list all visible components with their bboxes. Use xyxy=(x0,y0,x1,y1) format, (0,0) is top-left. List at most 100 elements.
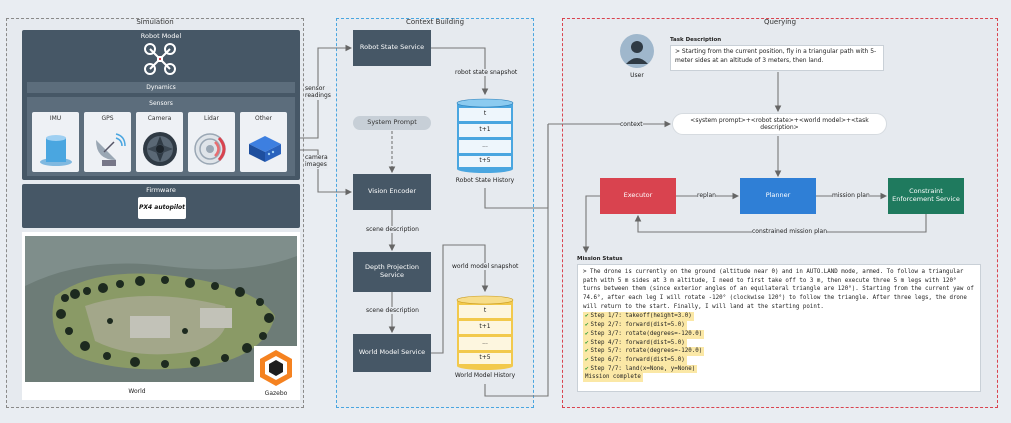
sensors-label: Sensors xyxy=(149,100,173,107)
history-row: t xyxy=(483,110,487,117)
world-model-service-box: World Model Service xyxy=(353,334,431,372)
constraint-box: Constraint Enforcement Service xyxy=(888,178,964,214)
mission-status-box: > The drone is currently on the ground (… xyxy=(577,264,981,392)
px4-logo: PX4 autopilot xyxy=(138,197,186,219)
depth-projection-box: Depth Projection Service xyxy=(353,252,431,292)
scene-description-label-1: scene description xyxy=(366,226,419,233)
user-label: User xyxy=(630,72,644,79)
mission-plan-label: mission plan xyxy=(832,192,870,199)
world-history-context-line xyxy=(484,124,549,397)
check-icon: ✔ xyxy=(585,313,589,320)
mission-steps-list: ✔Step 1/7: takeoff(height=3.0)✔Step 2/7:… xyxy=(583,312,975,374)
check-icon: ✔ xyxy=(585,339,589,346)
planner-box: Planner xyxy=(740,178,816,214)
satellite-dish-icon xyxy=(96,133,126,166)
sensor-tile-other: Other xyxy=(240,112,287,172)
querying-title: Querying xyxy=(763,18,797,26)
lidar-icon xyxy=(194,133,226,165)
world-model-snapshot-arrow xyxy=(431,244,489,354)
context-title: Context Building xyxy=(405,18,465,26)
mission-complete-text: Mission complete xyxy=(583,373,643,382)
world-render-image xyxy=(25,236,297,382)
history-row: t+5 xyxy=(479,157,491,164)
check-icon: ✔ xyxy=(585,348,589,355)
sensor-label: GPS xyxy=(101,115,114,122)
user-avatar-icon xyxy=(620,34,654,68)
executor-box: Executor xyxy=(600,178,676,214)
scene-description-label-2: scene description xyxy=(366,307,419,314)
replan-label: replan xyxy=(697,192,716,199)
history-row: t+5 xyxy=(479,354,491,361)
imu-icon xyxy=(40,135,72,166)
camera-aperture-icon xyxy=(143,132,177,166)
vision-encoder-box: Vision Encoder xyxy=(353,174,431,210)
world-model-snapshot-label: world model snapshot xyxy=(452,263,519,270)
history-row: t+1 xyxy=(479,126,491,133)
prompt-concat-pill: <system prompt>+<robot state>+<world mod… xyxy=(672,113,887,135)
mission-step-line: ✔Step 7/7: land(x=None, y=None) xyxy=(583,364,975,374)
sensor-tile-gps: GPS xyxy=(84,112,131,172)
mission-step-text: Step 4/7: forward(dist=5.0) xyxy=(590,339,685,346)
robot-state-snapshot-arrow xyxy=(431,47,489,96)
mission-step: ✔Step 7/7: land(x=None, y=None) xyxy=(583,364,698,374)
sensor-label: IMU xyxy=(49,115,62,122)
firmware-label: Firmware xyxy=(146,186,176,194)
gazebo-label: Gazebo xyxy=(264,390,288,397)
sensor-tile-lidar: Lidar xyxy=(188,112,235,172)
context-label: context xyxy=(620,121,643,128)
check-icon: ✔ xyxy=(585,365,589,372)
history-row: ... xyxy=(482,142,488,149)
robot-state-history-stack: t t+1 ... t+5 xyxy=(456,98,514,174)
quadcopter-icon xyxy=(144,43,176,75)
history-row: t xyxy=(483,307,487,314)
robot-state-service-box: Robot State Service xyxy=(353,30,431,66)
mission-step-text: Step 7/7: land(x=None, y=None) xyxy=(590,365,696,372)
history-row: t+1 xyxy=(479,323,491,330)
mission-status-title: Mission Status xyxy=(577,256,623,262)
mission-step-line: ✔Step 6/7: forward(dist=5.0) xyxy=(583,355,975,365)
dynamics-bar xyxy=(27,82,295,93)
simulation-title: Simulation xyxy=(136,18,174,26)
sensor-tile-camera: Camera xyxy=(136,112,183,172)
task-description-title: Task Description xyxy=(670,37,722,43)
executor-to-status-arrow xyxy=(582,195,600,254)
robot-state-snapshot-label: robot state snapshot xyxy=(455,69,518,76)
check-icon: ✔ xyxy=(585,330,589,337)
mission-step-line: ✔Step 1/7: takeoff(height=3.0) xyxy=(583,312,975,322)
camera-images-arrow xyxy=(300,149,353,196)
sensor-label: Other xyxy=(254,115,273,122)
world-model-history-label: World Model History xyxy=(454,372,516,379)
mission-step-text: Step 6/7: forward(dist=5.0) xyxy=(590,356,685,363)
mission-step: ✔Step 4/7: forward(dist=5.0) xyxy=(583,338,687,348)
task-description-text: > Starting from the current position, fl… xyxy=(675,48,877,64)
check-icon: ✔ xyxy=(585,322,589,329)
mission-step: ✔Step 3/7: rotate(degrees=-120.0) xyxy=(583,329,705,339)
mission-step-text: Step 1/7: takeoff(height=3.0) xyxy=(590,313,692,320)
mission-step: ✔Step 1/7: takeoff(height=3.0) xyxy=(583,312,694,322)
mission-step-text: Step 2/7: forward(dist=5.0) xyxy=(590,322,685,329)
sensor-tile-imu: IMU xyxy=(32,112,79,172)
px4-logo-text: PX4 autopilot xyxy=(139,204,185,211)
device-box-icon xyxy=(249,136,281,162)
world-model-history-stack: t t+1 ... t+5 xyxy=(456,295,514,371)
sensor-label: Lidar xyxy=(204,115,219,122)
mission-step-line: ✔Step 5/7: rotate(degrees=-120.0) xyxy=(583,347,975,356)
robot-model-label: Robot Model xyxy=(140,32,182,40)
mission-step: ✔Step 5/7: rotate(degrees=-120.0) xyxy=(583,347,705,356)
mission-step-line: ✔Step 4/7: forward(dist=5.0) xyxy=(583,338,975,348)
history-row: ... xyxy=(482,339,488,346)
blue-database-icon xyxy=(456,98,514,173)
mission-step: ✔Step 6/7: forward(dist=5.0) xyxy=(583,355,687,365)
robot-state-history-label: Robot State History xyxy=(455,177,515,184)
sensor-readings-label: sensor readings xyxy=(305,85,331,100)
robot-history-context-line xyxy=(484,124,549,209)
constrained-mission-plan-label: constrained mission plan xyxy=(752,228,828,235)
world-label: World xyxy=(128,388,146,395)
mission-reasoning-text: > The drone is currently on the ground (… xyxy=(583,269,974,310)
gazebo-icon xyxy=(260,350,292,386)
dynamics-label: Dynamics xyxy=(146,84,176,91)
check-icon: ✔ xyxy=(585,356,589,363)
camera-images-label: camera images xyxy=(305,154,328,169)
